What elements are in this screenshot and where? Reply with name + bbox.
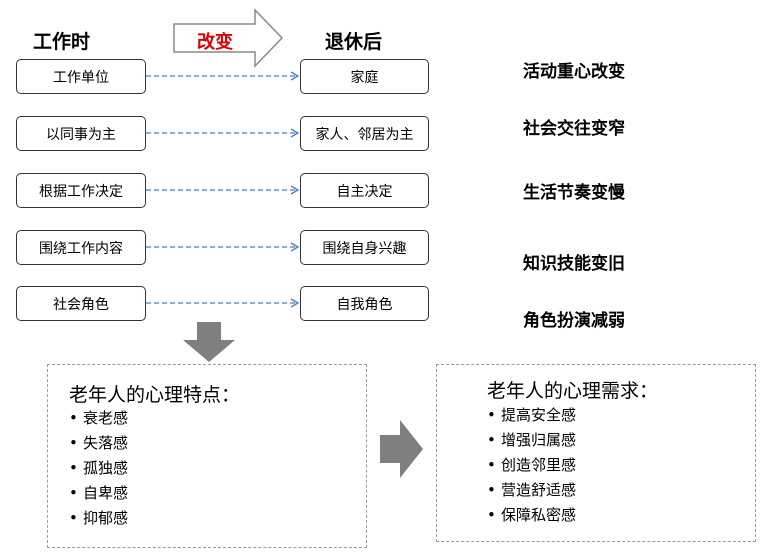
change-arrow-shape xyxy=(173,8,284,68)
effect-label-5: 角色扮演减弱 xyxy=(523,311,625,331)
change-label: 改变 xyxy=(197,32,233,53)
effect-label-2: 社会交往变窄 xyxy=(523,119,625,139)
down-arrow-icon xyxy=(183,322,235,362)
list-item: •孤独感 xyxy=(69,459,129,477)
after-box-2: 家人、邻居为主 xyxy=(300,116,429,151)
header-after: 退休后 xyxy=(325,31,383,53)
before-box-2: 以同事为主 xyxy=(16,116,146,151)
list-item: •自卑感 xyxy=(69,484,129,502)
after-box-4: 围绕自身兴趣 xyxy=(300,230,429,265)
list-item: •抑郁感 xyxy=(69,509,129,527)
list-item: •营造舒适感 xyxy=(487,481,577,499)
before-box-3: 根据工作决定 xyxy=(16,173,146,208)
effect-label-4: 知识技能变旧 xyxy=(523,254,625,274)
connector-lines xyxy=(146,75,296,304)
needs-list: •提高安全感 •增强归属感 •创造邻里感 •营造舒适感 •保障私密感 xyxy=(487,403,576,528)
characteristics-panel xyxy=(47,364,367,548)
list-item: •创造邻里感 xyxy=(487,456,577,474)
list-item: •失落感 xyxy=(69,434,129,452)
characteristics-list: •衰老感 •失落感 •孤独感 •自卑感 •抑郁感 xyxy=(69,406,128,531)
after-box-1: 家庭 xyxy=(300,59,429,94)
before-box-5: 社会角色 xyxy=(16,286,146,321)
needs-panel xyxy=(436,364,756,542)
effect-label-1: 活动重心改变 xyxy=(523,62,625,82)
header-before: 工作时 xyxy=(33,31,91,53)
effect-label-3: 生活节奏变慢 xyxy=(523,183,625,203)
list-item: •提高安全感 xyxy=(487,406,577,424)
right-arrow-icon xyxy=(380,420,423,478)
after-box-5: 自我角色 xyxy=(300,286,429,321)
after-box-3: 自主决定 xyxy=(300,173,429,208)
before-box-4: 围绕工作内容 xyxy=(16,230,146,265)
needs-title: 老年人的心理需求： xyxy=(487,380,659,402)
before-box-1: 工作单位 xyxy=(16,59,146,94)
characteristics-title: 老年人的心理特点： xyxy=(69,384,241,406)
list-item: •衰老感 xyxy=(69,409,129,427)
list-item: •保障私密感 xyxy=(487,506,577,524)
list-item: •增强归属感 xyxy=(487,431,577,449)
connector-arrowheads xyxy=(290,71,300,308)
